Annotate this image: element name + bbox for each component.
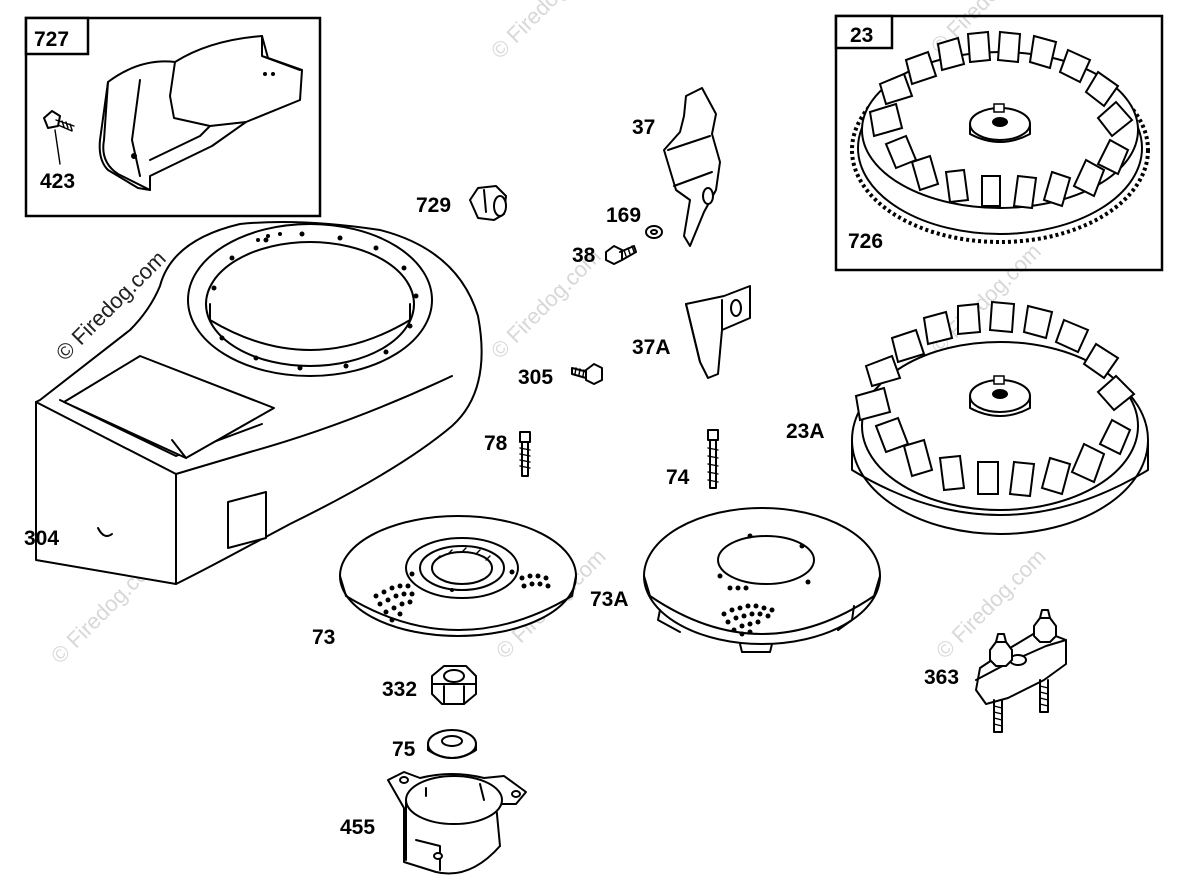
callout-332: 332 (382, 678, 417, 701)
callout-304: 304 (24, 527, 59, 550)
watermark: © Firedog.com (486, 0, 606, 64)
callout-37: 37 (632, 116, 655, 139)
callout-169: 169 (606, 204, 641, 227)
callout-729: 729 (416, 194, 451, 217)
callout-305: 305 (518, 366, 553, 389)
callout-23A: 23A (786, 420, 825, 443)
bracket-37A (685, 285, 751, 379)
callout-23: 23 (850, 24, 873, 47)
blower-housing-304 (35, 221, 483, 585)
bracket-363 (975, 609, 1067, 733)
screw-78 (519, 431, 531, 477)
screw-423 (43, 110, 75, 165)
callout-73A: 73A (590, 588, 629, 611)
washer-75 (427, 729, 477, 759)
flywheel-23 (850, 30, 1150, 244)
cup-455 (387, 771, 527, 875)
callout-37A: 37A (632, 336, 671, 359)
grommet-729 (469, 185, 507, 221)
flywheel-23A (851, 300, 1149, 535)
callout-74: 74 (666, 466, 690, 489)
air-guide-727 (98, 35, 303, 191)
callout-423: 423 (40, 170, 75, 193)
washer-169 (645, 225, 663, 239)
callout-727: 727 (34, 28, 69, 51)
box-727: 727 423 (24, 16, 322, 218)
callout-455: 455 (340, 816, 375, 839)
callout-73: 73 (312, 626, 335, 649)
screw-305 (571, 363, 603, 385)
plate-73A (643, 507, 881, 653)
callout-363: 363 (924, 666, 959, 689)
nut-332 (431, 665, 477, 705)
plate-73 (339, 515, 577, 637)
callout-75: 75 (392, 738, 416, 761)
bracket-37 (663, 87, 721, 247)
screw-74 (707, 429, 719, 489)
callout-726: 726 (848, 230, 883, 253)
screw-38 (605, 245, 637, 265)
box-23: 23 726 (834, 14, 1164, 272)
callout-78: 78 (484, 432, 508, 455)
callout-38: 38 (572, 244, 596, 267)
